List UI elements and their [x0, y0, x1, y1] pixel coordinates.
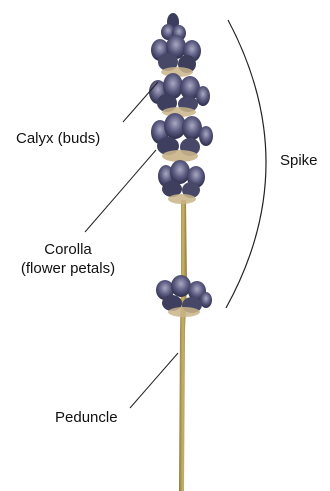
- flower-spike-cluster: [149, 13, 213, 204]
- corolla-label-line1: Corolla: [4, 240, 132, 259]
- spike-bracket-arc: [226, 20, 266, 308]
- corolla-leader-line: [85, 150, 156, 232]
- peduncle-leader-line: [130, 353, 178, 408]
- peduncle-label: Peduncle: [55, 408, 118, 427]
- calyx-leader-line: [123, 82, 158, 122]
- corolla-label: Corolla (flower petals): [4, 240, 132, 278]
- corolla-label-line2: (flower petals): [4, 259, 132, 278]
- calyx-label: Calyx (buds): [16, 129, 100, 148]
- peduncle-stem: [179, 200, 187, 491]
- spike-label: Spike: [280, 151, 318, 170]
- lower-flower-whorl: [156, 275, 212, 317]
